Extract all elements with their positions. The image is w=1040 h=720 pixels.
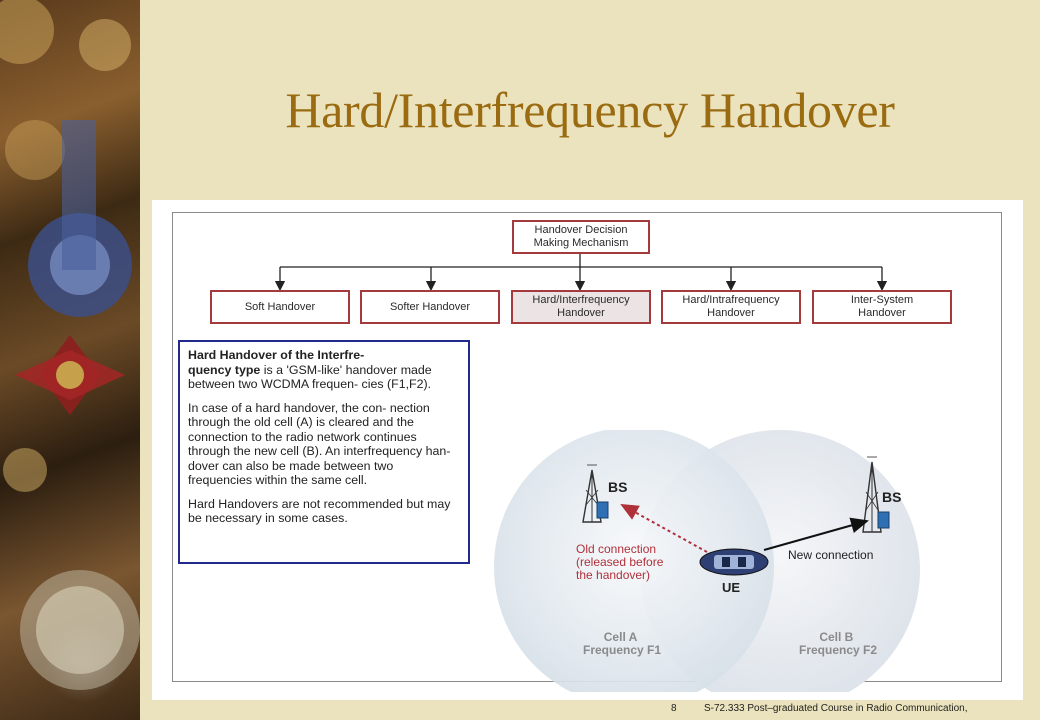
- old-connection-line-1: Old connection: [576, 542, 656, 556]
- cell-b-frequency: Frequency F2: [799, 643, 877, 657]
- old-connection-line-3: the handover): [576, 568, 650, 582]
- bs-a-label: BS: [608, 479, 627, 495]
- softer-handover-box: Softer Handover: [360, 290, 500, 324]
- tree-connectors: [274, 252, 888, 292]
- slide-title: Hard/Interfrequency Handover: [285, 82, 895, 138]
- cell-a-name: Cell A: [604, 630, 638, 644]
- cell-b-label: Cell B Frequency F2: [799, 630, 877, 657]
- explanation-paragraph-3: Hard Handovers are not recommended but m…: [188, 496, 451, 526]
- explanation-lead-rest: is a 'GSM-like' handover made between tw…: [188, 362, 432, 392]
- new-connection-label: New connection: [788, 548, 873, 562]
- decorative-medal-image: [0, 0, 140, 720]
- explanation-paragraph-2: In case of a hard handover, the con- nec…: [188, 400, 451, 488]
- inter-system-handover-box: Inter-System Handover: [812, 290, 952, 324]
- medal-artwork: [0, 0, 140, 690]
- bs-b-label: BS: [882, 489, 901, 505]
- old-connection-line-2: (released before: [576, 555, 664, 569]
- footer-course-title: S-72.333 Post–graduated Course in Radio …: [704, 703, 968, 714]
- slide-number: 8: [671, 703, 677, 714]
- old-connection-label: Old connection (released before the hand…: [576, 542, 667, 582]
- ue-label: UE: [722, 580, 740, 595]
- hard-interfrequency-handover-box: Hard/Interfrequency Handover: [511, 290, 651, 324]
- base-station-b-icon: [862, 456, 890, 533]
- cell-a-frequency: Frequency F1: [583, 643, 661, 657]
- explanation-box: Hard Handover of the Interfre- quency ty…: [178, 340, 470, 564]
- cell-a-label: Cell A Frequency F1: [583, 630, 661, 657]
- soft-handover-box: Soft Handover: [210, 290, 350, 324]
- decision-box: Handover Decision Making Mechanism: [512, 220, 650, 254]
- handover-diagram-figure: Handover Decision Making Mechanism Soft …: [152, 200, 1023, 700]
- base-station-a-icon: [582, 464, 609, 523]
- old-connection-arrow: [620, 504, 708, 553]
- ue-device-icon: [699, 548, 769, 576]
- explanation-paragraph-1: Hard Handover of the Interfre- quency ty…: [188, 348, 460, 392]
- cell-b-name: Cell B: [819, 630, 853, 644]
- hard-intrafrequency-handover-box: Hard/Intrafrequency Handover: [661, 290, 801, 324]
- cell-a-coverage: [494, 430, 774, 692]
- cells-illustration: BS BS UE Old connection (released before…: [494, 430, 920, 692]
- new-connection-arrow: [763, 517, 869, 551]
- explanation-bold-lead: Hard Handover of the Interfre- quency ty…: [188, 348, 365, 377]
